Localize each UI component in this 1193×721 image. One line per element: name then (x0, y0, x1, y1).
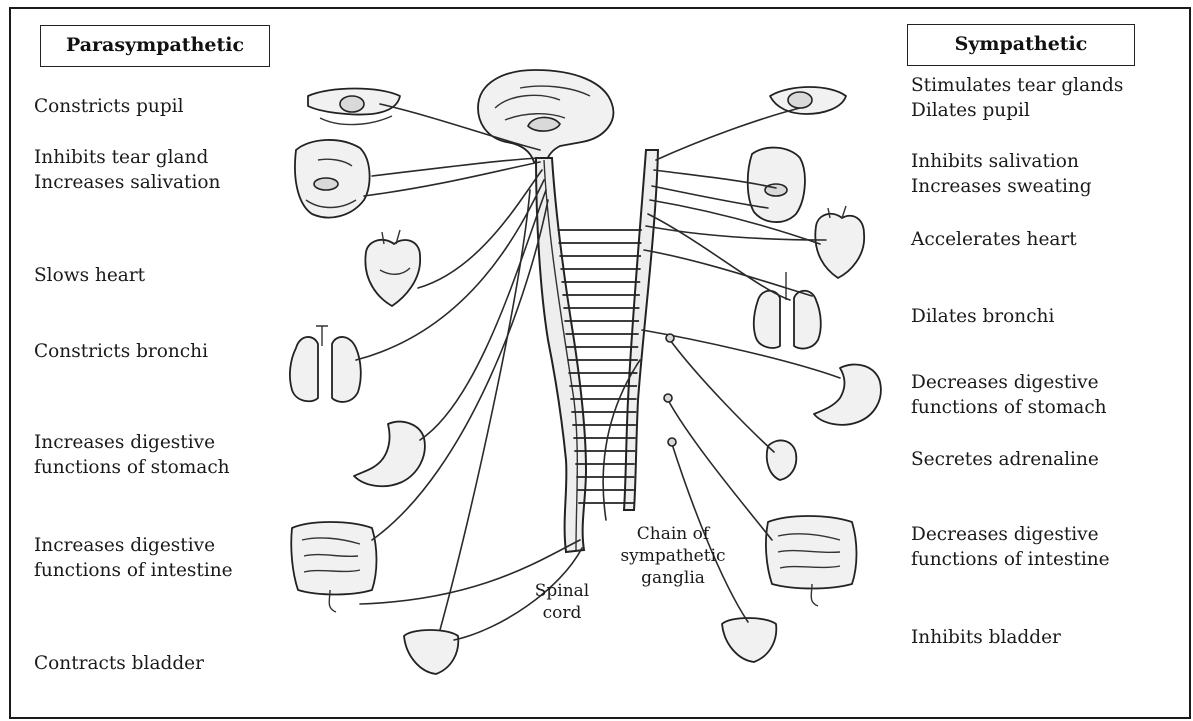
stomach-right-drawing (814, 364, 881, 424)
face-left-drawing (295, 140, 370, 218)
bladder-left-drawing (404, 630, 458, 674)
para-effect-bladder: Contracts bladder (34, 651, 204, 676)
symp-effect-salivation-sweating: Inhibits salivation Increases sweating (911, 149, 1092, 199)
ganglia-label: Chain of sympathetic ganglia (608, 523, 738, 589)
lungs-right-drawing (754, 272, 821, 348)
symp-effect-adrenaline: Secretes adrenaline (911, 447, 1099, 472)
para-effect-pupil: Constricts pupil (34, 94, 184, 119)
lungs-left-drawing (290, 326, 361, 402)
symp-effect-bladder: Inhibits bladder (911, 625, 1061, 650)
adrenal-right-drawing (767, 440, 797, 480)
spinal-cord-label: Spinal cord (522, 580, 602, 624)
bladder-right-drawing (722, 618, 776, 662)
heart-left-drawing (365, 230, 420, 306)
symp-effect-heart: Accelerates heart (911, 227, 1077, 252)
intestine-left-drawing (291, 522, 376, 612)
symp-effect-tear-pupil: Stimulates tear glands Dilates pupil (911, 73, 1123, 123)
para-effect-stomach: Increases digestive functions of stomach (34, 430, 230, 480)
stomach-left-drawing (354, 422, 425, 487)
spinal-cord-drawing (536, 158, 586, 552)
ganglia-chain-drawing (624, 150, 658, 510)
para-effect-intestine: Increases digestive functions of intesti… (34, 533, 233, 583)
eye-right-drawing (770, 87, 846, 114)
para-effect-tear-salivation: Inhibits tear gland Increases salivation (34, 145, 220, 195)
para-effect-heart: Slows heart (34, 263, 145, 288)
symp-effect-bronchi: Dilates bronchi (911, 304, 1054, 329)
intestine-right-drawing (766, 516, 857, 606)
symp-effect-stomach: Decreases digestive functions of stomach (911, 370, 1107, 420)
eye-left-drawing (308, 89, 400, 125)
symp-effect-intestine: Decreases digestive functions of intesti… (911, 522, 1110, 572)
brain-drawing (478, 70, 613, 162)
para-effect-bronchi: Constricts bronchi (34, 339, 208, 364)
heart-right-drawing (815, 206, 864, 278)
